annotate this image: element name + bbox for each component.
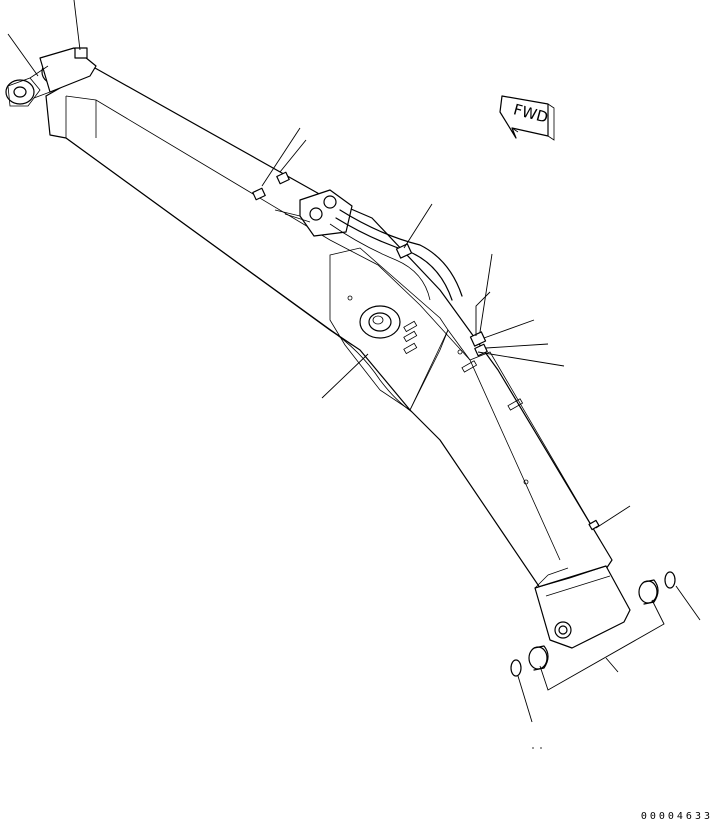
drawing-number: 00004633 — [640, 811, 713, 822]
leader-lines — [7, 0, 701, 723]
clamp-parts — [252, 171, 600, 531]
foot-bushings — [510, 571, 676, 677]
fwd-arrow-icon: FWD — [499, 95, 555, 141]
bushing-right — [638, 580, 658, 604]
ring-left — [510, 659, 522, 677]
boom-top-end — [5, 47, 97, 107]
boom-boss — [359, 305, 401, 339]
ring-right — [664, 571, 676, 589]
bushing-left — [528, 646, 548, 670]
boom-body — [45, 67, 631, 649]
